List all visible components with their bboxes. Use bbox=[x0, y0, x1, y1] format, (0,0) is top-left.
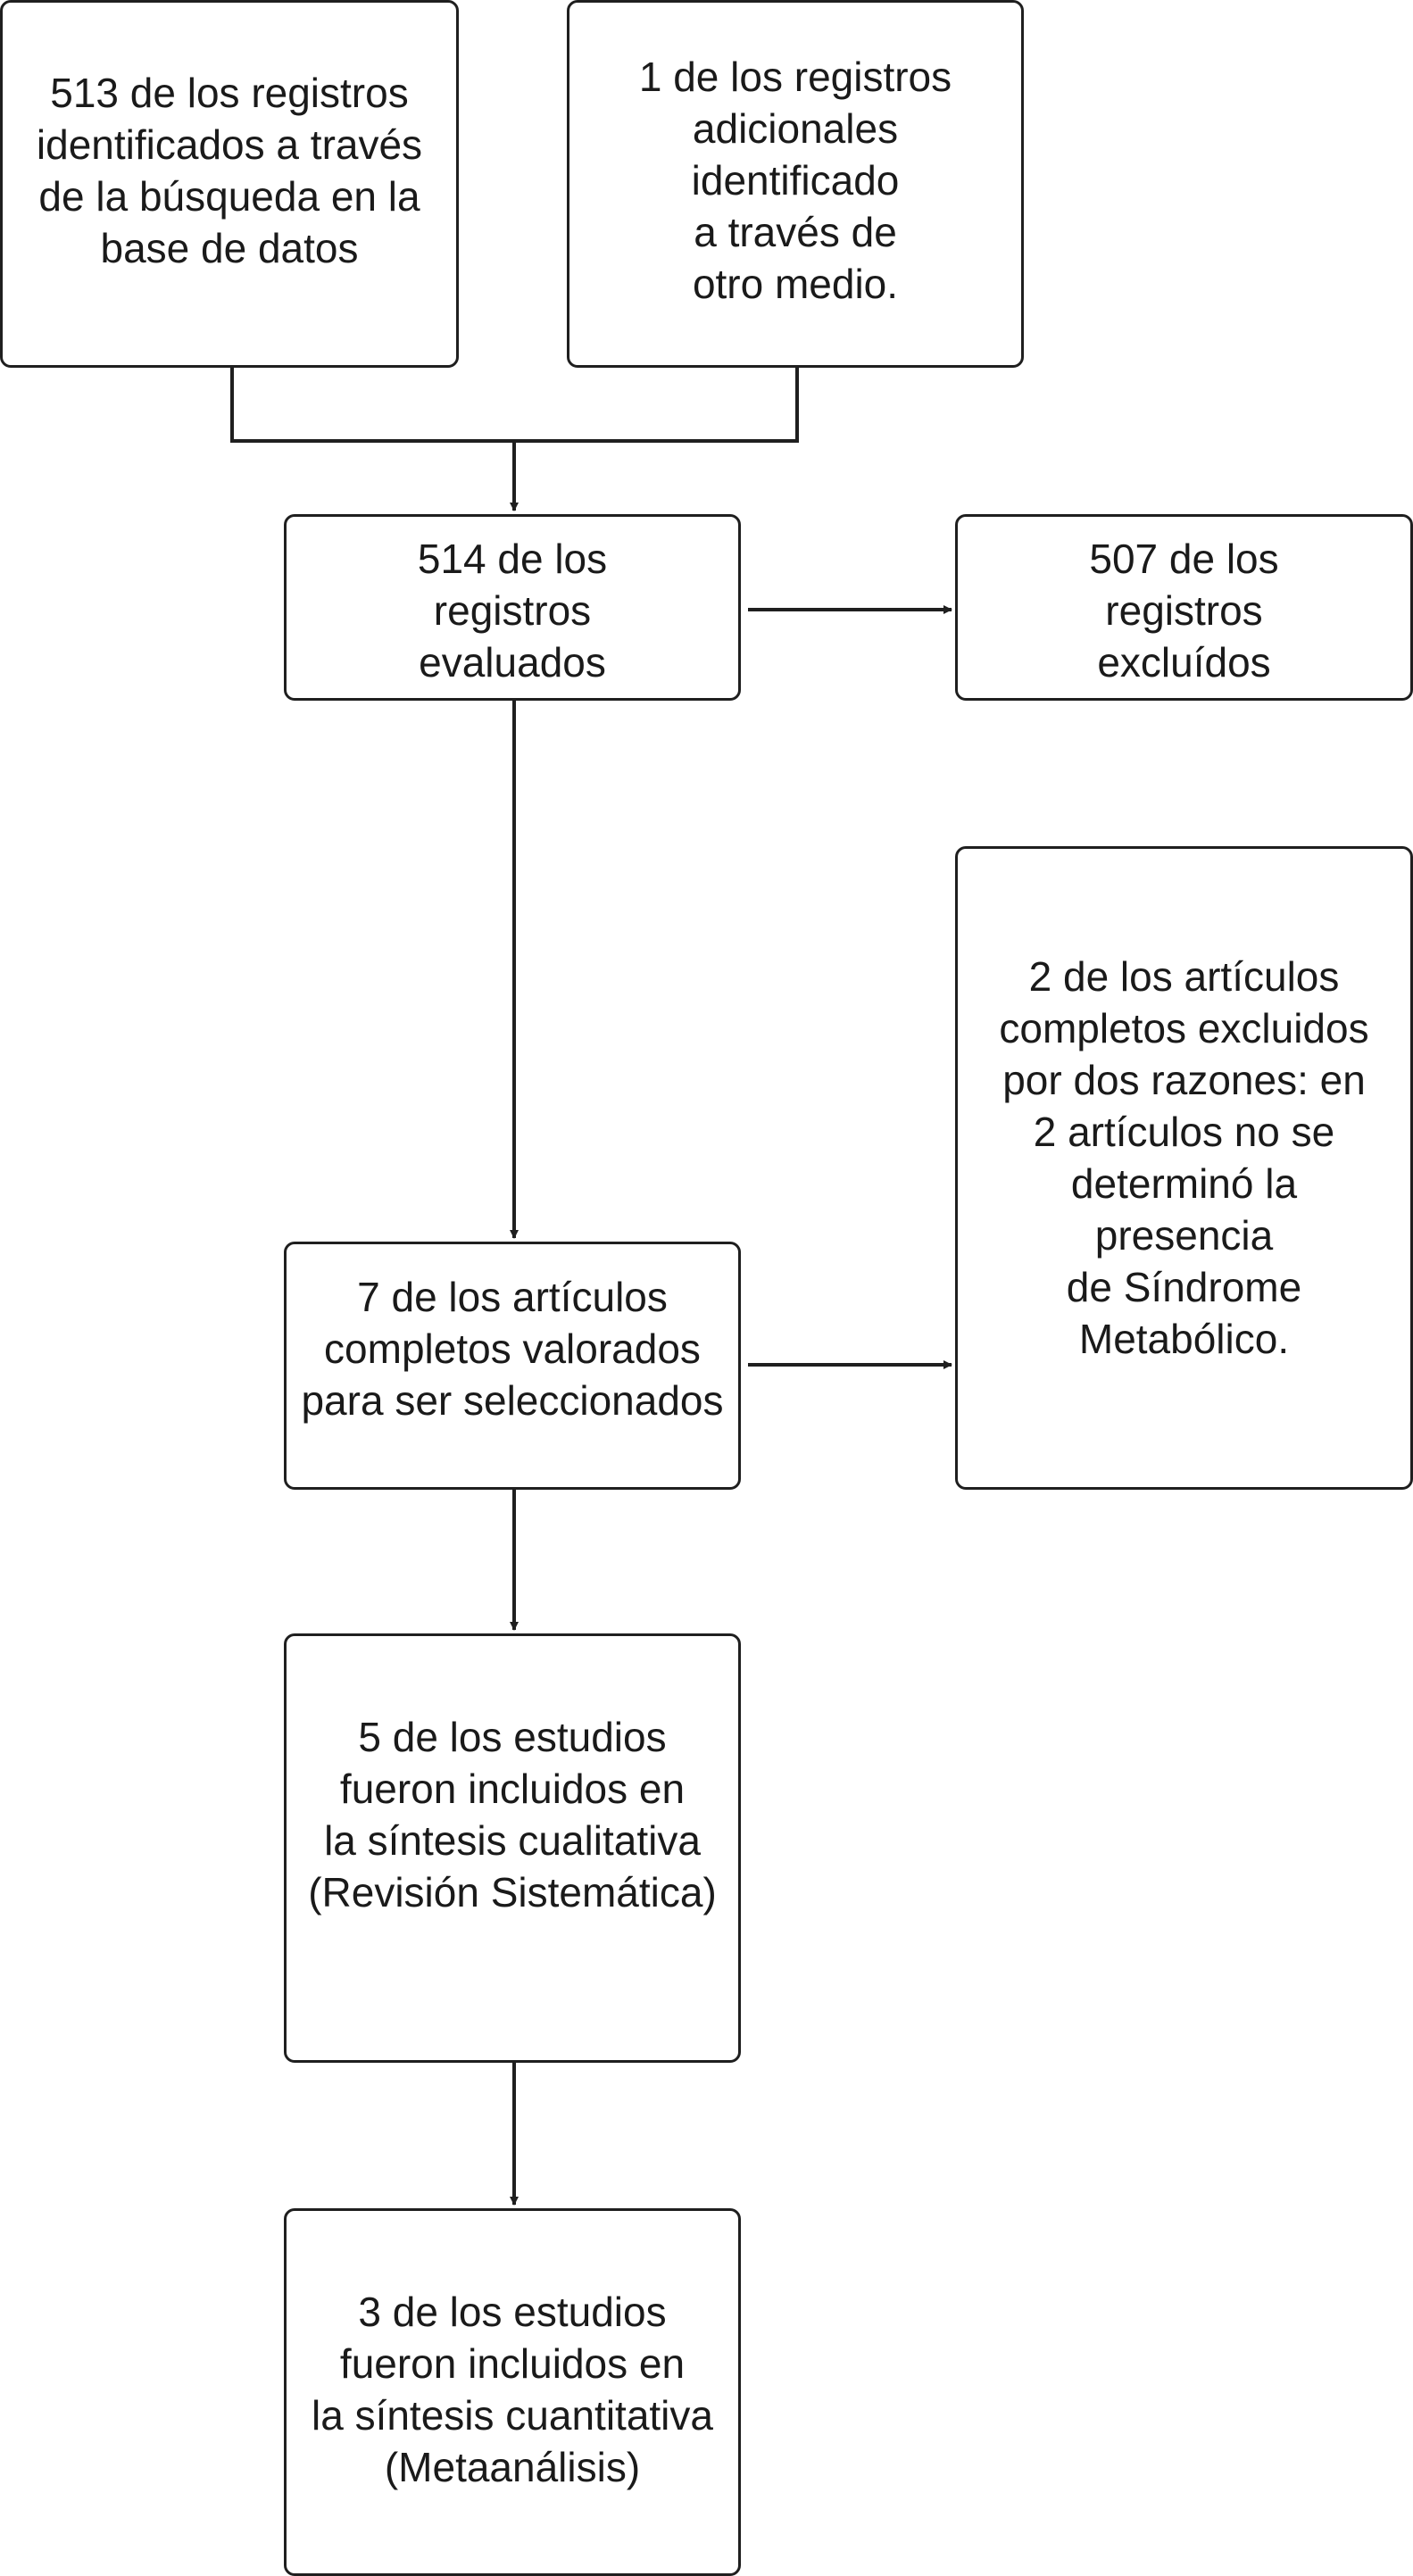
qualitative-synthesis-box: 5 de los estudios fueron incluidos en la… bbox=[284, 1633, 741, 2063]
box-text-line: registros bbox=[433, 587, 592, 634]
box-text-line: 3 de los estudios bbox=[358, 2289, 667, 2335]
quantitative-synthesis-box: 3 de los estudios fueron incluidos en la… bbox=[284, 2208, 741, 2576]
box-text-line: 5 de los estudios bbox=[358, 1714, 667, 1760]
box-text-line: adicionales bbox=[692, 105, 899, 152]
records-screened-box: 514 de los registros evaluados bbox=[284, 514, 741, 701]
box-text-line: base de datos bbox=[100, 225, 359, 271]
box-text-line: 514 de los bbox=[417, 536, 608, 582]
box-text-line: 513 de los registros bbox=[50, 70, 409, 116]
box-text-line: identificado bbox=[691, 157, 900, 204]
box-text-line: fueron incluidos en bbox=[339, 2340, 686, 2387]
box-text-line: registros bbox=[1105, 587, 1263, 634]
box-text-line: (Revisión Sistemática) bbox=[308, 1869, 717, 1915]
box-text-line: la síntesis cualitativa bbox=[324, 1817, 701, 1864]
box-text-line: de Síndrome bbox=[1066, 1264, 1302, 1310]
records-excluded-box: 507 de los registros excluídos bbox=[955, 514, 1413, 701]
box-text-line: completos excluidos bbox=[999, 1005, 1369, 1051]
box-text-line: de la búsqueda en la bbox=[38, 173, 420, 220]
box-text-line: evaluados bbox=[419, 639, 606, 686]
box-text-line: 2 de los artículos bbox=[1028, 953, 1340, 1000]
fulltext-assessed-box: 7 de los artículos completos valorados p… bbox=[284, 1242, 741, 1490]
box-text-line: Metabólico. bbox=[1078, 1316, 1290, 1362]
box-text-line: fueron incluidos en bbox=[339, 1766, 686, 1812]
box-text-line: para ser seleccionados bbox=[301, 1377, 724, 1424]
box-text-line: la síntesis cuantitativa bbox=[311, 2392, 713, 2439]
box-text-line: 2 artículos no se bbox=[1033, 1109, 1335, 1155]
records-identified-database-box: 513 de los registros identificados a tra… bbox=[0, 0, 459, 368]
box-text-line: excluídos bbox=[1097, 639, 1271, 686]
box-text-line: determinó la bbox=[1070, 1160, 1298, 1207]
box-text-line: otro medio. bbox=[692, 261, 899, 307]
box-text-line: 7 de los artículos bbox=[357, 1274, 668, 1320]
box-text-line: 1 de los registros bbox=[638, 54, 952, 100]
box-text-line: por dos razones: en bbox=[1002, 1057, 1366, 1103]
fulltext-excluded-box: 2 de los artículos completos excluidos p… bbox=[955, 846, 1413, 1490]
box-text-line: identificados a través bbox=[36, 121, 423, 168]
box-text-line: (Metaanálisis) bbox=[384, 2444, 641, 2490]
box-text-line: a través de bbox=[694, 209, 897, 255]
records-identified-other-box: 1 de los registros adicionales identific… bbox=[567, 0, 1024, 368]
box-text-line: completos valorados bbox=[324, 1325, 701, 1372]
box-text-line: presencia bbox=[1094, 1212, 1274, 1259]
box-text-line: 507 de los bbox=[1089, 536, 1279, 582]
